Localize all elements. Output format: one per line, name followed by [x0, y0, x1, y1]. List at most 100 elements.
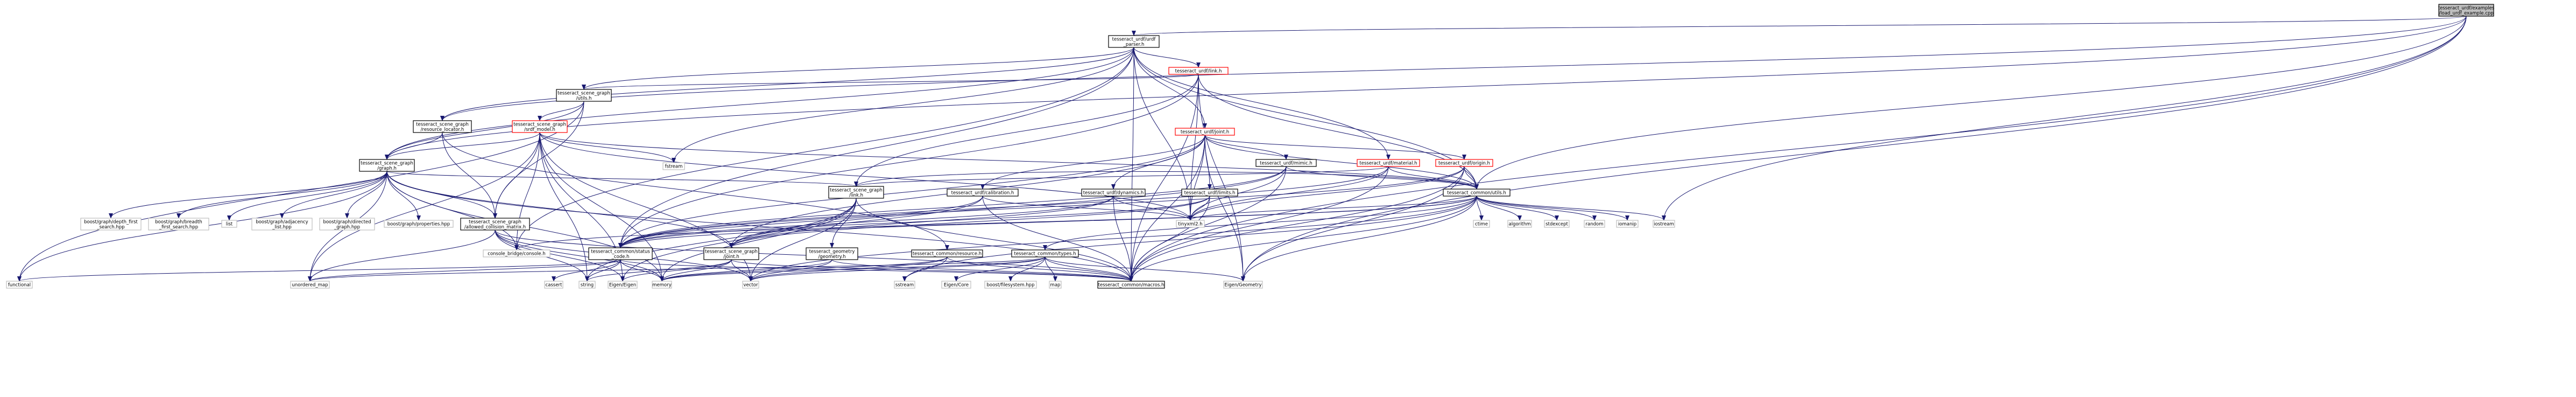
dependency-edge: [440, 16, 2467, 121]
graph-node-vector: vector: [742, 281, 759, 289]
graph-node-sg-resource-locator[interactable]: tesseract_scene_graph/resource_locator.h: [413, 120, 472, 133]
graph-node-link[interactable]: tesseract_urdf/link.h: [1168, 67, 1229, 75]
dependency-edge: [1476, 196, 1666, 221]
graph-node-allowed-collision[interactable]: tesseract_scene_graph/allowed_collision_…: [460, 218, 530, 231]
graph-node-sg-joint[interactable]: tesseract_scene_graph/joint.h: [703, 247, 759, 260]
dependency-edge: [539, 132, 1192, 221]
dependency-edge: [1286, 166, 1479, 190]
dependency-edge: [1476, 196, 1522, 221]
node-label: boost/filesystem.hpp: [987, 283, 1035, 288]
dependency-edge: [1133, 47, 1207, 129]
dependency-edge: [1188, 166, 1389, 221]
dependency-edge: [618, 196, 1114, 248]
dependency-edge: [618, 166, 1465, 248]
graph-node-sg-graph[interactable]: tesseract_scene_graph/graph.h: [359, 159, 415, 172]
node-label: tesseract_scene_graph: [557, 90, 610, 96]
dependency-edge: [386, 171, 858, 187]
dependency-edge: [1129, 135, 1205, 282]
node-label: boost/graph/adjacency: [256, 219, 308, 225]
graph-node-sg-srdf-model[interactable]: tesseract_scene_graph/srdf_model.h: [512, 120, 568, 133]
graph-node-eigen: Eigen/Eigen: [608, 281, 638, 289]
graph-node-status-code[interactable]: tesseract_common/status_code.h: [588, 247, 653, 260]
node-box: [662, 162, 685, 170]
node-label: string: [581, 283, 594, 288]
node-label: /joint.h: [723, 254, 739, 260]
dependency-edge: [1129, 196, 1210, 282]
node-label: /load_urdf_example.cpp: [2439, 11, 2493, 16]
node-box: [608, 281, 638, 289]
node-label: iostream: [1654, 222, 1674, 227]
dependency-edge: [493, 132, 540, 219]
graph-node-material[interactable]: tesseract_urdf/material.h: [1357, 159, 1420, 167]
node-label: /geometry.h: [818, 254, 846, 260]
node-label: Eigen/Eigen: [609, 283, 636, 288]
dependency-edge: [539, 132, 1479, 190]
node-label: /link.h: [849, 193, 863, 198]
node-label: stdexcept: [1545, 222, 1568, 227]
graph-node-mimic[interactable]: tesseract_urdf/mimic.h: [1255, 159, 1317, 167]
dependency-edge: [980, 135, 1205, 190]
node-box: [359, 159, 415, 172]
dependency-edge: [749, 196, 1477, 282]
node-label: cassert: [546, 283, 562, 288]
graph-node-sg-utils[interactable]: tesseract_scene_graph/utils.h: [556, 89, 612, 102]
graph-node-sg-link[interactable]: tesseract_scene_graph/link.h: [828, 186, 884, 199]
dependency-edge: [539, 132, 589, 282]
graph-node-urdf-parser[interactable]: tesseract_urdf/urdf_parser.h: [1108, 35, 1160, 48]
dependency-edge: [585, 259, 732, 282]
graph-node-common-resource[interactable]: tesseract_common/resource.h: [911, 249, 983, 257]
dependency-edge: [1129, 16, 2467, 282]
dependency-edge: [1188, 196, 1477, 221]
dependency-edge: [831, 259, 1133, 282]
dependency-edge: [177, 171, 387, 219]
node-box: [742, 281, 759, 289]
dependency-edge: [17, 259, 621, 282]
node-label: functional: [8, 283, 31, 288]
dependency-edge: [109, 171, 387, 219]
dependency-edge: [1476, 196, 1484, 221]
graph-node-origin[interactable]: tesseract_urdf/origin.h: [1435, 159, 1493, 167]
node-box: [1443, 189, 1511, 197]
graph-node-calibration[interactable]: tesseract_urdf/calibration.h: [947, 189, 1019, 197]
graph-node-common-types[interactable]: tesseract_common/types.h: [1011, 249, 1079, 257]
node-box: [984, 281, 1037, 289]
graph-node-joint[interactable]: tesseract_urdf/joint.h: [1175, 128, 1235, 136]
dependency-edge: [386, 171, 1133, 282]
node-label: memory: [652, 283, 672, 288]
dependency-edge: [385, 132, 540, 160]
dependency-edge: [618, 196, 1477, 248]
dependency-edge: [1043, 196, 1477, 250]
graph-node-geometry[interactable]: tesseract_geometry/geometry.h: [806, 247, 858, 260]
node-label: Eigen/Geometry: [1225, 283, 1262, 288]
graph-node-common-utils[interactable]: tesseract_common/utils.h: [1443, 189, 1511, 197]
dependency-edge: [1188, 166, 1287, 221]
node-box: [941, 281, 971, 289]
dependency-edge: [1113, 196, 1133, 282]
node-label: random: [1586, 222, 1604, 227]
node-label: /graph.h: [377, 166, 397, 171]
dependency-edge: [582, 74, 1199, 90]
graph-node-boost-fs: boost/filesystem.hpp: [984, 281, 1037, 289]
node-label: fstream: [665, 164, 683, 170]
node-label: sstream: [895, 283, 914, 288]
dependency-edge: [729, 196, 983, 248]
dependency-edge: [1129, 47, 1134, 282]
dependency-edge: [1662, 16, 2467, 221]
graph-node-limits[interactable]: tesseract_urdf/limits.h: [1181, 189, 1238, 197]
dependency-edge: [1129, 166, 1389, 282]
node-label: _search.hpp: [96, 225, 124, 230]
node-box: [1011, 249, 1079, 257]
node-box: [1435, 159, 1493, 167]
node-label: /resource_locator.h: [421, 127, 464, 133]
dependency-edge: [345, 171, 387, 219]
dependency-edge: [1241, 196, 1477, 282]
graph-node-dynamics[interactable]: tesseract_urdf/dynamics.h: [1081, 189, 1146, 197]
graph-node-macros[interactable]: tesseract_common/macros.h: [1097, 281, 1165, 289]
node-label: tesseract_common/utils.h: [1447, 191, 1506, 196]
dependency-edge: [620, 259, 732, 282]
dependency-edge: [1241, 166, 1465, 282]
node-box: [251, 218, 313, 231]
graph-node-directed-graph: boost/graph/directed_graph.hpp: [319, 218, 375, 231]
node-box: [1168, 67, 1229, 75]
dependency-edge: [386, 171, 519, 250]
